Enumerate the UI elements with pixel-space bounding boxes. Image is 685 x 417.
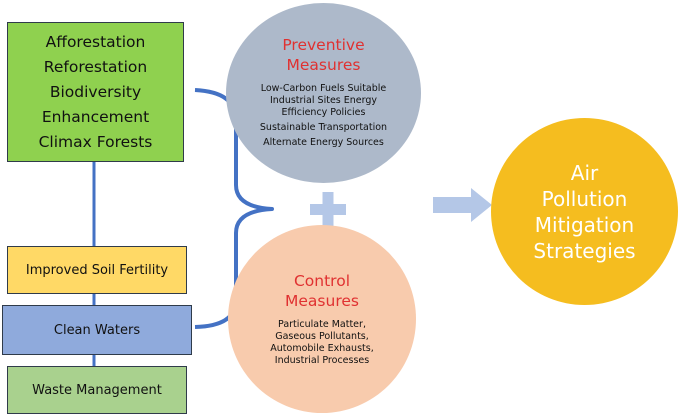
control-title-line: Control [293, 272, 350, 290]
nature-item: Afforestation [45, 32, 146, 51]
right-arrow-icon [433, 188, 492, 222]
nature-item: Reforestation [43, 57, 148, 76]
preventive-item: Efficiency Policies [281, 106, 366, 118]
waste-management-label: Waste Management [32, 382, 162, 398]
preventive-title-line: Measures [286, 55, 361, 74]
result-line: Mitigation [534, 212, 635, 237]
control-item: Gaseous Pollutants, [275, 331, 369, 342]
preventive-item: Sustainable Transportation [259, 121, 388, 133]
nature-item: Climax Forests [38, 132, 153, 151]
control-title-line: Measures [285, 292, 359, 310]
nature-item: Biodiversity [49, 82, 142, 101]
plus-icon [310, 192, 346, 228]
control-title: Control Measures [285, 271, 359, 311]
nature-based-box: Afforestation Reforestation Biodiversity… [7, 22, 184, 162]
control-item: Particulate Matter, [278, 319, 366, 330]
clean-waters-label: Clean Waters [53, 322, 141, 338]
mitigation-strategies-circle: Air Pollution Mitigation Strategies [491, 118, 678, 305]
result-line: Pollution [541, 186, 628, 211]
control-measures-circle: Control Measures Particulate Matter, Gas… [228, 225, 416, 413]
preventive-item: Low-Carbon Fuels Suitable [260, 82, 387, 94]
soil-fertility-box: Improved Soil Fertility [7, 246, 187, 294]
preventive-list: Low-Carbon Fuels Suitable Industrial Sit… [260, 83, 387, 152]
control-list: Particulate Matter, Gaseous Pollutants, … [270, 319, 373, 367]
clean-waters-box: Clean Waters [2, 305, 192, 355]
preventive-measures-circle: Preventive Measures Low-Carbon Fuels Sui… [226, 3, 421, 183]
preventive-item: Industrial Sites Energy [269, 94, 378, 106]
waste-management-box: Waste Management [7, 366, 187, 414]
preventive-title: Preventive Measures [282, 35, 364, 75]
preventive-title-line: Preventive [282, 35, 365, 54]
preventive-item: Alternate Energy Sources [263, 136, 384, 148]
result-line: Strategies [533, 238, 636, 263]
control-item: Automobile Exhausts, [270, 343, 374, 354]
nature-item: Enhancement [41, 107, 150, 126]
result-line: Air [570, 160, 599, 185]
control-item: Industrial Processes [274, 355, 370, 366]
soil-fertility-label: Improved Soil Fertility [25, 262, 169, 278]
